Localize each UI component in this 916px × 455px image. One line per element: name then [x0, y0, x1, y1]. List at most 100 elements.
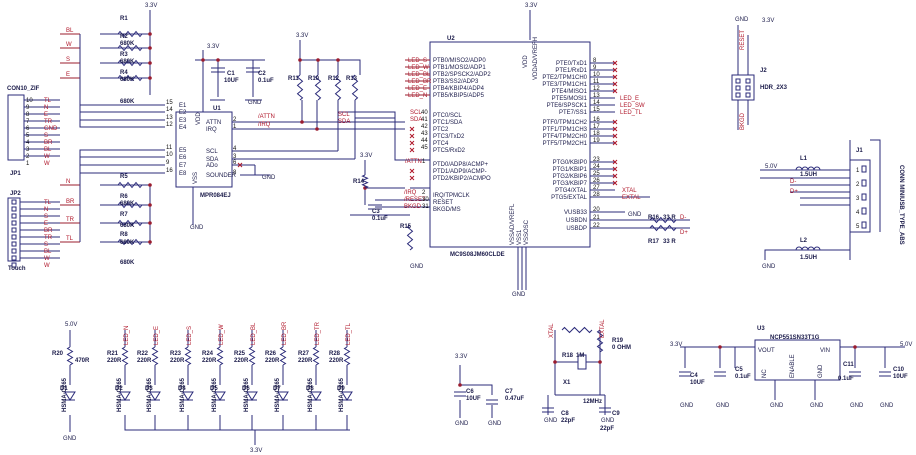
x1-ref: X1 — [563, 380, 571, 386]
l2-val: 1.5UH — [800, 255, 817, 261]
u1-pin-num-1: 1 — [233, 124, 237, 130]
jp2-net-8: W — [44, 256, 50, 262]
led-ref-D2: D2 — [115, 386, 123, 392]
u2-vddad: VDDAD/VREFH — [533, 37, 539, 80]
jp2-net-9: W — [44, 263, 50, 269]
u3-gnd-a: GND — [770, 403, 784, 409]
jp1-pin-1: 1 — [26, 161, 30, 167]
u2-rl-sig-5: PTG5/EXTAL — [551, 195, 588, 201]
pullup-resistor-1 — [314, 74, 322, 101]
led-ref-D6: D6 — [242, 386, 250, 392]
sensor-net-3: E — [66, 72, 70, 78]
r18-ref: R18 — [562, 353, 574, 359]
usb-pin-contact — [861, 179, 867, 187]
jp2-pin-square — [11, 255, 17, 261]
u1-pin-num-10: 10 — [166, 152, 173, 158]
led-res-val-R23: 220R — [170, 358, 185, 364]
u2-rl-noconnect — [612, 166, 618, 172]
cap-symbol-0 — [454, 391, 466, 397]
led-part-D8: HSMA-C265 — [308, 377, 314, 412]
r11-ref: R11 — [288, 76, 299, 82]
jp2-net-1: N — [44, 207, 48, 213]
l2-inductor — [795, 246, 821, 251]
led-res-ref-R24: R24 — [202, 351, 214, 357]
usb-pin-4: 4 — [856, 210, 860, 216]
r2-val: 680K — [120, 41, 135, 47]
led-res-ref-R27: R27 — [298, 351, 310, 357]
u2-rt-sig-6: PTE6/SPSCK1 — [547, 103, 588, 109]
resistor-top-3 — [117, 74, 143, 82]
u1-pin-num-6: 6 — [233, 160, 237, 166]
u1-pin-num-16: 16 — [166, 168, 173, 174]
r18-val: 1M — [576, 353, 584, 359]
u2-rl-num-24: 24 — [593, 164, 600, 170]
r17-val: 33 R — [663, 239, 676, 245]
led-net-3: LED_W — [219, 324, 225, 345]
u1-pin-SOUNDER: SOUNDER — [206, 173, 237, 179]
led-diode-D5 — [214, 391, 226, 401]
led-part-D9: HSMA-C265 — [339, 377, 345, 412]
j2-pin — [735, 85, 741, 91]
led-ref-D4: D4 — [178, 386, 186, 392]
led-part-D6: HSMA-C265 — [244, 377, 250, 412]
usb-pin-contact — [861, 221, 867, 229]
u2-rl-sig-0: PTG0/KBIP0 — [553, 160, 588, 166]
u2-rm-num-18: 18 — [593, 131, 600, 137]
c4-ref: C4 — [690, 373, 698, 379]
cap-symbol-3 — [599, 407, 611, 413]
jp2-net-5: TR — [44, 235, 53, 241]
u2-rt-noconnect — [612, 67, 618, 73]
led-net-2: LED_S — [187, 326, 193, 345]
c8-ref: C8 — [561, 411, 569, 417]
r2-ref: R2 — [120, 34, 128, 40]
u2-mid-sig-0: PTC0/SCL — [433, 113, 462, 119]
led-ref-D7: D7 — [273, 386, 281, 392]
u2-ctrl-num-31: 31 — [422, 204, 429, 210]
led-ref-D1: D1 — [60, 386, 68, 392]
u2-mid-sig-2: PTC2 — [433, 127, 449, 133]
c9-val: 22pF — [600, 426, 614, 432]
jp1-pin-5: 5 — [26, 133, 30, 139]
u2-ctrl-net-0: /IRQ — [404, 190, 417, 196]
dm-label-usb: D- — [790, 179, 796, 185]
u1-scl-net: SCL — [338, 112, 350, 118]
j2-pin — [735, 78, 741, 84]
u2-vssad: VSSAD/VREFL — [510, 203, 516, 245]
u1-sda-net: SDA — [338, 119, 350, 125]
led-gnd: 3.3V — [250, 448, 262, 454]
u2-mid-net-SCL: SCL — [410, 110, 422, 116]
c3-symbol — [368, 204, 382, 210]
usb-pin-2: 2 — [856, 182, 860, 188]
u2-ctrl-net-2: BKGD — [404, 204, 422, 210]
c11-val: 0.1uF — [838, 376, 854, 382]
usb-pin-3: 3 — [856, 196, 860, 202]
u3-nc: NC — [762, 369, 768, 378]
jp1-pin-3: 3 — [26, 147, 30, 153]
c11-ref: C11 — [843, 362, 854, 368]
usb-pin-contact — [861, 207, 867, 215]
u2-rt-net-7: LED_TL — [620, 110, 643, 116]
led-res-ref-R23: R23 — [170, 351, 182, 357]
jp2-body — [7, 197, 21, 262]
r19-ref: R19 — [612, 338, 624, 344]
r19-symbol — [596, 329, 604, 353]
u2-rt-sig-2: PTE2/TPM1CH0 — [542, 75, 587, 81]
jp2-pin-square — [11, 227, 17, 233]
r1-ref: R1 — [120, 16, 128, 22]
jp2-pin-square — [11, 262, 17, 268]
u2-usb-sig-2: USBDP — [566, 226, 587, 232]
jp2-pin-square — [11, 248, 17, 254]
sensor-net-7: TL — [66, 236, 74, 242]
r7-ref: R7 — [120, 212, 128, 218]
u2-rt-noconnect — [612, 81, 618, 87]
u1-irq-net: /IRQ — [258, 122, 271, 128]
led-resistor-R22 — [151, 346, 159, 366]
led-part-D1: HSMA-C265 — [62, 377, 68, 412]
u2-rl-noconnect — [612, 173, 618, 179]
u2-low-num: 1 — [422, 159, 426, 165]
r16-symbol — [649, 216, 677, 224]
u2-low-sig-0: PTD0/ADP8/ACMP+ — [433, 162, 489, 168]
jp1-net-8: W — [44, 154, 50, 160]
led-resistor-R28 — [343, 346, 351, 366]
